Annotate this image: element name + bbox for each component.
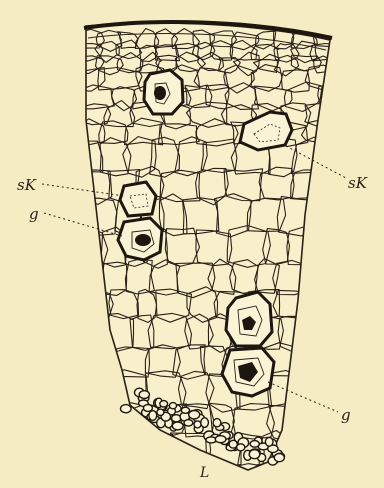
tissue-cell (298, 404, 334, 440)
tissue-cell (78, 263, 104, 296)
small-cell (121, 405, 132, 413)
label-g-left: g (29, 207, 39, 222)
tissue-cell (299, 313, 335, 352)
small-cell (143, 405, 152, 412)
tissue-cell (336, 44, 361, 63)
tissue-cell (78, 371, 111, 410)
small-cell (249, 450, 260, 459)
small-cell (172, 415, 181, 422)
vessel-cell-left (118, 218, 162, 260)
tissue-cell (331, 101, 366, 125)
small-cell (194, 421, 201, 428)
vessel-cell-lower-1 (226, 292, 272, 346)
small-cell (184, 420, 193, 426)
label-g-right: g (341, 408, 351, 423)
small-cell (169, 403, 176, 409)
small-cell (250, 441, 259, 448)
vessel-cell-lower-2 (222, 348, 274, 396)
tissue-cell (329, 317, 359, 352)
label-sk-left: sK (17, 178, 36, 193)
tissue-cell (79, 464, 106, 488)
small-cell (274, 454, 284, 462)
sclerenchyma-cell-top (144, 70, 183, 114)
small-cell (172, 422, 183, 430)
tissue-cell (79, 405, 121, 441)
tissue-cell (113, 432, 145, 471)
tissue-cell (312, 287, 346, 323)
small-cell (139, 391, 149, 399)
label-sk-right: sK (348, 176, 367, 191)
tissue-cell (334, 33, 357, 52)
small-cell (201, 418, 209, 428)
tissue-cell (315, 226, 339, 266)
tissue-cell (327, 137, 352, 173)
small-cell (149, 411, 157, 421)
tissue-cell (209, 462, 239, 488)
tissue-cell (179, 465, 216, 488)
tissue-cell (303, 261, 332, 296)
small-cell (157, 409, 164, 415)
sclerenchyma-cell-left (120, 182, 156, 216)
tissue-cell (326, 258, 359, 297)
tissue-cell (156, 463, 185, 488)
tissue-cell (321, 342, 361, 378)
tissue-cell (303, 373, 342, 410)
tissue-cell (321, 463, 348, 488)
tissue-cell (77, 432, 116, 473)
tissue-section (75, 22, 375, 488)
tissue-cell (286, 431, 318, 470)
small-cell (265, 437, 273, 446)
tissue-cell (318, 86, 358, 107)
tissue-cell (291, 345, 324, 378)
tissue-cell (333, 226, 367, 265)
small-cell (189, 411, 200, 419)
tissue-cell (317, 199, 342, 237)
small-cell (215, 436, 226, 443)
tissue-cell (101, 467, 140, 488)
small-cell (160, 401, 168, 407)
tissue-cell (80, 315, 107, 353)
small-cell (237, 444, 245, 451)
label-bottom: L (200, 466, 209, 480)
tissue-cell (77, 345, 112, 380)
tissue-cell (131, 465, 161, 488)
tissue-cell (337, 120, 374, 147)
tissue-cell (336, 52, 358, 74)
tissue-cell (318, 167, 344, 201)
small-cell (213, 419, 221, 427)
tissue-cell (313, 433, 356, 470)
tissue-cell (294, 464, 327, 488)
small-cell (181, 407, 189, 413)
tissue-cell (142, 432, 176, 469)
